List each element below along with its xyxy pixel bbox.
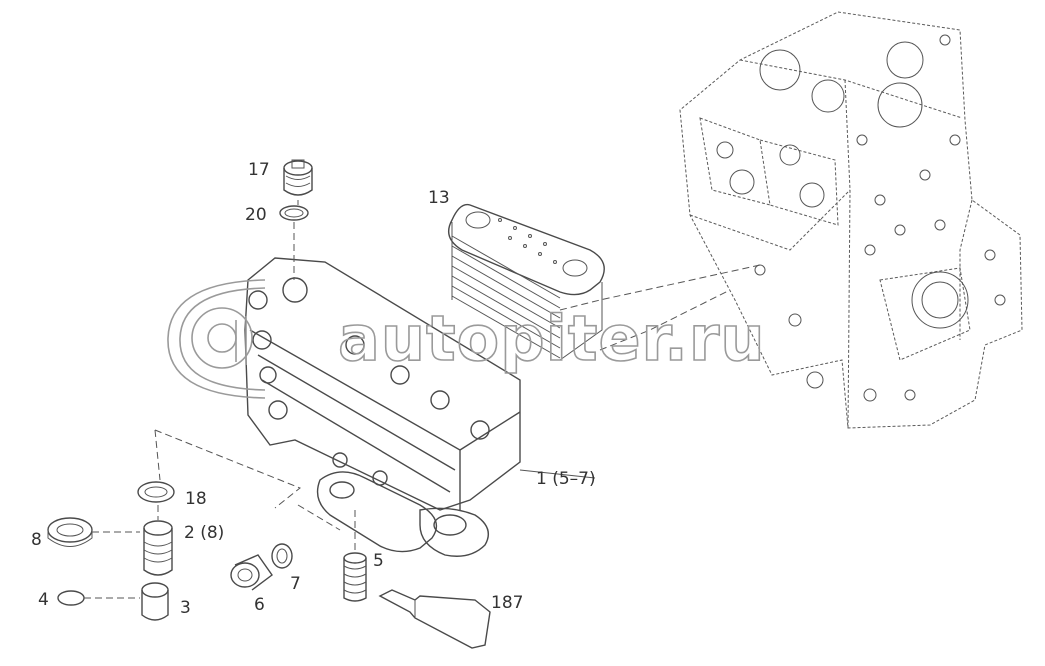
callout-4: 4 [38,590,49,610]
watermark-logo: autopiter.ru [167,279,766,399]
o-ring-part-4 [57,590,85,606]
oil-cooler-element [448,203,605,361]
sealant-tube-part-187 [378,589,491,649]
spring-part-5 [343,552,367,602]
callout-18: 18 [185,489,207,509]
engine-block [679,11,1023,429]
callout-5: 5 [373,551,384,571]
plug-part-17 [283,159,313,196]
callout-8: 8 [31,530,42,550]
plug-part-6 [230,554,273,591]
o-ring-part-7 [271,543,293,569]
callout-labels: 17 20 13 1 (5–7) 18 8 2 (8) 4 3 6 7 5 18… [31,160,596,618]
callout-3: 3 [180,598,191,618]
watermark-text: autopiter.ru [338,302,766,375]
oil-cooler-housing [244,257,521,557]
washer-part-18 [137,481,175,503]
plug-part-3 [141,582,169,621]
callout-7: 7 [290,574,301,594]
callout-6: 6 [254,595,265,615]
callout-13: 13 [428,188,450,208]
callout-20: 20 [245,205,267,225]
plug-part-2 [143,520,173,576]
callout-17: 17 [248,160,270,180]
callout-2: 2 (8) [184,523,224,543]
o-ring-part-20 [279,205,309,221]
leader-lines [84,200,761,599]
washer-part-8 [47,517,93,547]
callout-1: 1 (5–7) [536,469,596,489]
callout-187: 187 [491,593,523,613]
